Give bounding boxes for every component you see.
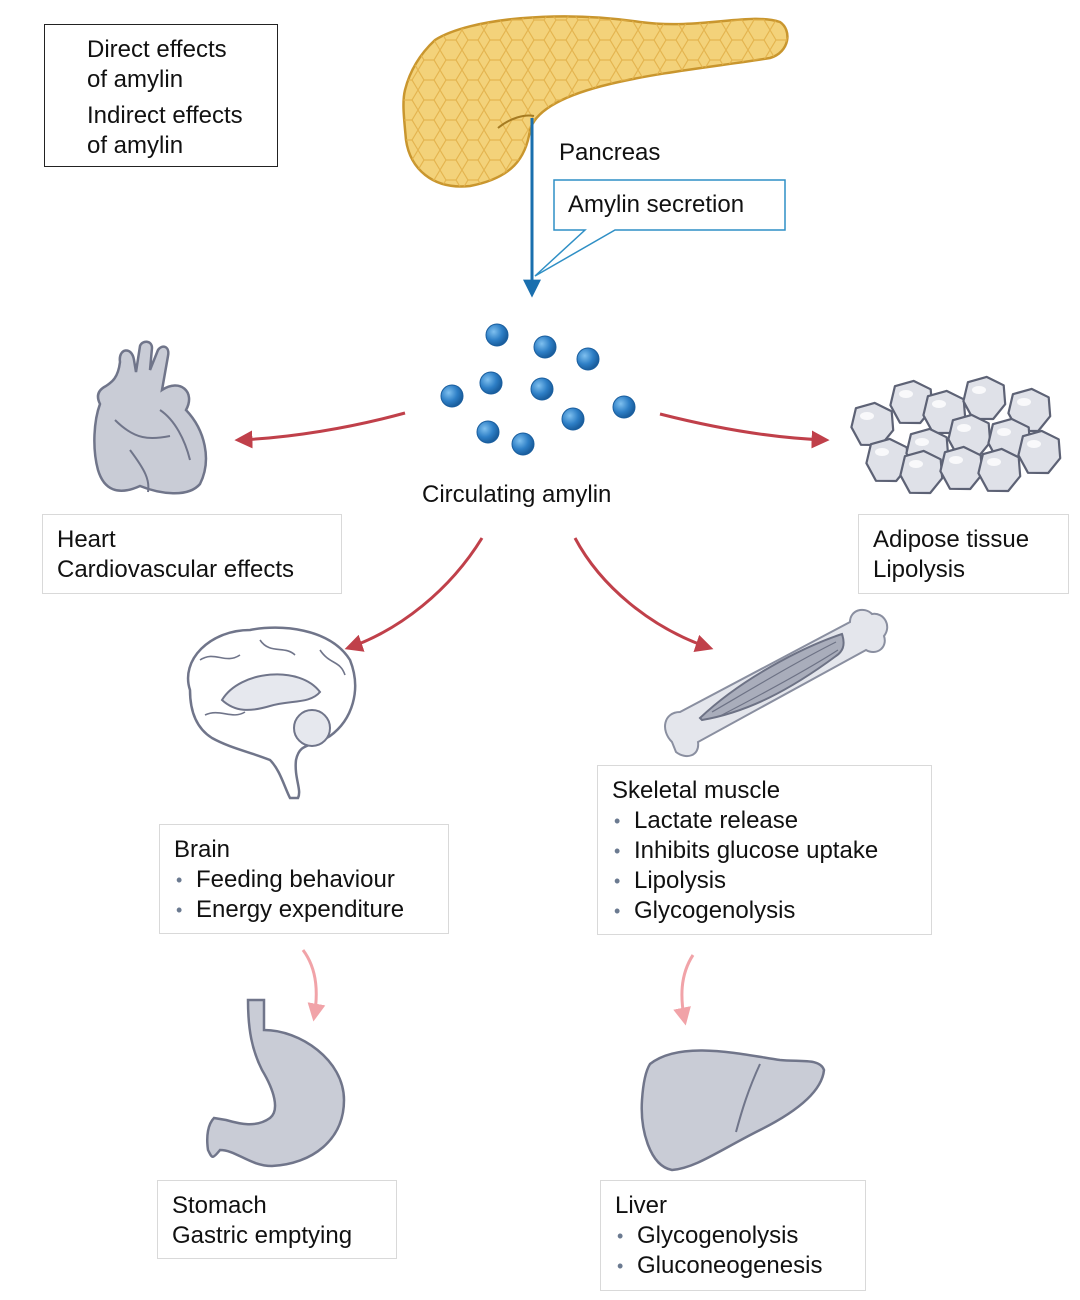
fat-cell [962,375,1007,421]
fat-cell-highlight [1017,398,1031,406]
fat-cell-highlight [899,390,913,398]
liver-icon [640,1049,826,1172]
adipose-box: Adipose tissue Lipolysis [858,514,1069,594]
amylin-molecule-dot [533,335,557,359]
fat-cell-highlight [972,386,986,394]
legend-direct-label-2: of amylin [87,66,184,93]
fat-cell-highlight [915,438,929,446]
amylin-molecule-dot [561,407,585,431]
arrow-muscle-to-liver [673,954,695,1026]
fat-cell [899,449,944,495]
adipose-title: Adipose tissue [873,526,1030,553]
brain-box: Brain Feeding behaviour Energy expenditu… [159,824,449,934]
fat-cell [977,447,1022,493]
legend-direct-label-1: Direct effects [87,36,227,63]
fat-cell [939,445,984,491]
arrow-brain-to-stomach [301,949,326,1022]
arrow-to-heart [234,411,406,449]
skeletal-muscle-icon [664,608,889,758]
fat-cell-highlight [909,460,923,468]
amylin-molecule-dot [440,384,464,408]
liver-title: Liver [615,1192,668,1219]
arrow-to-brain [344,537,484,652]
amylin-molecule-dot [612,395,636,419]
legend-indirect-label-2: of amylin [87,132,184,159]
heart-effect: Cardiovascular effects [57,556,294,583]
fat-cell [1017,429,1062,475]
muscle-bullet: Lactate release [612,806,917,836]
muscle-bullet: Lipolysis [612,866,917,896]
heart-icon [93,340,208,495]
stomach-effect: Gastric emptying [172,1222,353,1249]
pancreas-icon [402,15,789,188]
arrow-to-adipose [659,412,830,449]
fat-cell-highlight [932,400,946,408]
amylin-molecule-dot [476,420,500,444]
stomach-title: Stomach [172,1192,267,1219]
secretion-callout [534,179,786,277]
heart-box: Heart Cardiovascular effects [42,514,342,594]
pancreas-label: Pancreas [559,139,661,166]
amylin-molecule-dot [511,432,535,456]
adipose-tissue-icon [850,375,1062,495]
brain-bullet: Energy expenditure [174,895,434,925]
brain-title: Brain [174,836,231,863]
liver-box: Liver Glycogenolysis Gluconeogenesis [600,1180,866,1291]
arrow-to-muscle [573,537,714,652]
fat-cell-highlight [1027,440,1041,448]
fat-cell-highlight [949,456,963,464]
stomach-icon [206,998,346,1168]
legend: Direct effects of amylin Indirect effect… [44,24,278,167]
secretion-callout-label: Amylin secretion [568,191,745,218]
muscle-title: Skeletal muscle [612,777,781,804]
stomach-box: Stomach Gastric emptying [157,1180,397,1259]
circulating-amylin-label: Circulating amylin [422,481,612,508]
liver-bullet: Glycogenolysis [615,1221,851,1251]
muscle-bullet: Inhibits glucose uptake [612,836,917,866]
adipose-effect: Lipolysis [873,556,966,583]
fat-cell-highlight [997,428,1011,436]
amylin-molecules [440,323,636,456]
brain-icon [186,626,357,800]
legend-indirect-label-1: Indirect effects [87,102,243,129]
amylin-molecule-dot [485,323,509,347]
amylin-molecule-dot [479,371,503,395]
fat-cell-highlight [987,458,1001,466]
liver-bullet: Gluconeogenesis [615,1251,851,1281]
amylin-molecule-dot [576,347,600,371]
amylin-molecule-dot [530,377,554,401]
muscle-bullet: Glycogenolysis [612,896,917,926]
fat-cell-highlight [875,448,889,456]
brain-bullet: Feeding behaviour [174,865,434,895]
skeletal-muscle-box: Skeletal muscle Lactate release Inhibits… [597,765,932,935]
heart-title: Heart [57,526,116,553]
fat-cell-highlight [957,424,971,432]
fat-cell-highlight [860,412,874,420]
